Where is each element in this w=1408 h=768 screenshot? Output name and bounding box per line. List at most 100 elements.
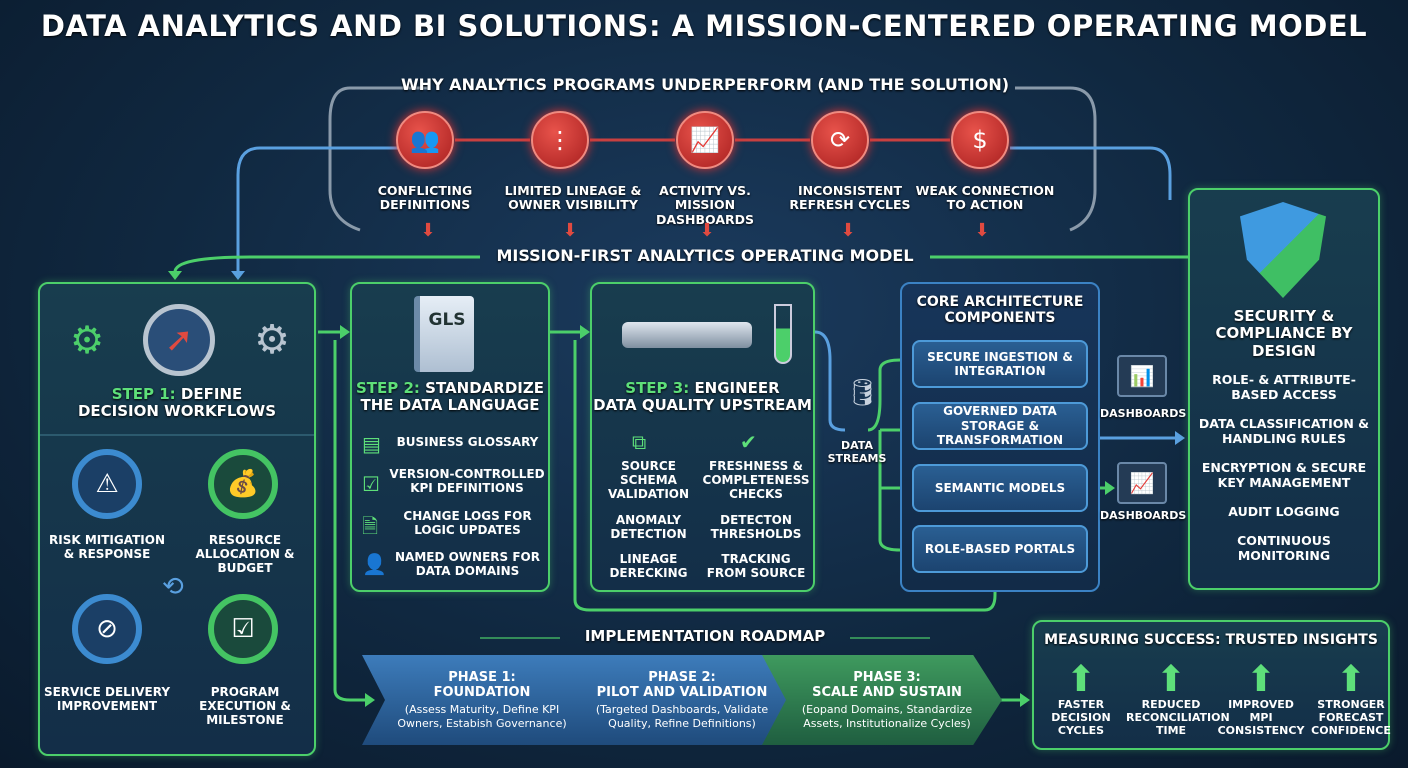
step2-item: Business Glossary xyxy=(396,435,539,449)
pipeline-icon xyxy=(622,322,752,348)
metric-label: Faster Decision Cycles xyxy=(1051,698,1111,738)
test-tube-icon xyxy=(774,304,792,364)
problem-label: Weak Connection to Action xyxy=(915,183,1055,213)
step1-item: Resource Allocation & Budget xyxy=(195,533,295,575)
budget-cycle-icon: 💰 xyxy=(208,449,278,519)
problem-label: Inconsistent Refresh Cycles xyxy=(789,183,911,213)
up-arrow-icon: ⬆ xyxy=(1335,659,1367,700)
success-metrics: ⬆Faster Decision Cycles ⬆Reduced Reconci… xyxy=(1036,662,1391,738)
shield-icon xyxy=(1240,202,1326,298)
phase-number: Phase 3: xyxy=(853,669,921,685)
hand-money-icon: $ xyxy=(951,111,1009,169)
gear-icon: ⚙ xyxy=(254,317,290,363)
step2-title: Step 2: StandardizeThe Data Language xyxy=(356,379,544,415)
success-heading: Measuring Success: Trusted Insights xyxy=(1044,632,1378,648)
problem-item: 👥 xyxy=(396,111,454,169)
glossary-icon: ▤ xyxy=(362,432,381,456)
core-component: Governed Data Storage & Transformation xyxy=(912,402,1088,450)
problem-label: Activity vs. Mission Dashboards xyxy=(655,183,754,227)
glossary-book-icon: GLS xyxy=(414,296,474,372)
step3-title: Step 3: EngineerData Quality Upstream xyxy=(593,379,812,415)
step3-item: Freshness & Completeness Checks xyxy=(702,459,810,501)
dashboards-label: Dashboards xyxy=(1100,407,1187,420)
step3-item: Anomaly Detection xyxy=(610,513,687,541)
model-heading: Mission-First Analytics Operating Model xyxy=(496,246,914,265)
page-title: Data Analytics and BI Solutions: A Missi… xyxy=(40,9,1368,43)
security-item: Data Classification & Handling Rules xyxy=(1198,416,1370,446)
compass-icon: ➚ xyxy=(143,304,216,376)
phase-description: (Assess Maturity, Define KPI Owners, Est… xyxy=(397,702,567,730)
step3-item: Source Schema Validation xyxy=(607,459,690,501)
person-icon: 👤 xyxy=(362,552,387,576)
core-component: Role-Based Portals xyxy=(912,525,1088,573)
problem-item: 📈 xyxy=(676,111,734,169)
step3-item: Detecton Thresholds xyxy=(710,513,802,541)
security-list: Role- & Attribute-Based Access Data Clas… xyxy=(1196,372,1372,563)
metric-label: Improved MPI Consistency xyxy=(1217,698,1305,738)
success-metric: ⬆Reduced Reconciliation Time xyxy=(1126,662,1230,738)
phase-description: (Eopand Domains, Standardize Assets, Ins… xyxy=(801,702,973,730)
phase-title: Foundation xyxy=(433,685,531,701)
problem-item: ⋮ xyxy=(531,111,589,169)
step3-panel: Step 3: EngineerData Quality Upstream ⧉ … xyxy=(590,282,815,592)
step1-item: Risk Mitigation & Response xyxy=(49,533,165,561)
step1-title: Step 1: DefineDecision Workflows xyxy=(77,385,277,421)
metric-label: Reduced Reconciliation Time xyxy=(1126,698,1230,738)
dashboard-line-chart-icon: 📈 xyxy=(1117,462,1167,504)
down-arrow-icon: ⬇ xyxy=(840,220,856,241)
success-metric: ⬆Stronger Forecast Confidence xyxy=(1306,662,1396,738)
security-item: Role- & Attribute-Based Access xyxy=(1212,372,1356,402)
down-arrow-icon: ⬇ xyxy=(562,220,578,241)
divider xyxy=(40,434,314,436)
down-arrow-icon: ⬇ xyxy=(974,220,990,241)
down-arrow-icon: ⬇ xyxy=(699,220,715,241)
step1-item: Program Execution & Milestone xyxy=(199,685,291,727)
problem-item: $ xyxy=(951,111,1009,169)
step1-item: Service Delivery Improvement xyxy=(43,685,171,713)
dashboard-chart-icon: 📈 xyxy=(676,111,734,169)
checkbox-icon: ☑ xyxy=(362,472,380,496)
security-item: Audit Logging xyxy=(1228,504,1340,519)
phase-3: Phase 3: Scale and Sustain (Eopand Domai… xyxy=(762,655,1002,745)
roadmap-heading: Implementation Roadmap xyxy=(584,627,826,645)
dashboards-label: Dashboards xyxy=(1100,509,1187,522)
problem-label: Limited Lineage & Owner Visibility xyxy=(504,183,642,213)
phase-1: Phase 1: Foundation (Assess Maturity, De… xyxy=(362,655,592,745)
security-panel: Security & Compliance by Design Role- & … xyxy=(1188,188,1380,590)
step3-item: Lineage Derecking xyxy=(609,552,688,580)
security-item: Encryption & Secure Key Management xyxy=(1201,460,1367,490)
success-metric: ⬆Faster Decision Cycles xyxy=(1036,662,1126,738)
security-item: Continuous Monitoring xyxy=(1237,533,1331,563)
cycle-icon: ⟲ xyxy=(162,572,184,602)
phase-title: Pilot and Validation xyxy=(596,685,768,701)
down-arrow-icon: ⬇ xyxy=(420,220,436,241)
up-arrow-icon: ⬆ xyxy=(1245,659,1277,700)
success-metric: ⬆Improved MPI Consistency xyxy=(1216,662,1306,738)
data-streams-label: Data Streams xyxy=(827,439,887,465)
security-title: Security & Compliance by Design xyxy=(1215,307,1353,360)
people-conflict-icon: 👥 xyxy=(396,111,454,169)
step2-item: Named Owners for Data Domains xyxy=(395,550,540,578)
problem-label: Conflicting Definitions xyxy=(377,183,473,213)
gear-arrow-icon: ⚙ xyxy=(70,318,105,362)
step2-item: Change Logs for Logic Updates xyxy=(403,509,532,537)
checklist-cycle-icon: ☑ xyxy=(208,594,278,664)
phase-2: Phase 2: Pilot and Validation (Targeted … xyxy=(562,655,792,745)
core-title: Core Architecture Components xyxy=(916,294,1084,327)
step2-item: Version-Controlled KPI Definitions xyxy=(389,467,545,495)
step1-icons: ⚙ ➚ ⚙ xyxy=(70,304,290,376)
core-architecture-panel: Core Architecture Components Secure Inge… xyxy=(900,282,1100,592)
success-panel: Measuring Success: Trusted Insights ⬆Fas… xyxy=(1032,620,1391,750)
phase-number: Phase 1: xyxy=(448,669,516,685)
schema-icon: ⧉ xyxy=(632,430,647,454)
problems-heading: Why Analytics Programs Underperform (and… xyxy=(400,75,1010,94)
core-component: Secure Ingestion & Integration xyxy=(912,340,1088,388)
refresh-icon: ⟳ xyxy=(811,111,869,169)
step3-item: Tracking from Source xyxy=(706,552,806,580)
step2-panel: GLS Step 2: StandardizeThe Data Language… xyxy=(350,282,550,592)
problem-item: ⟳ xyxy=(811,111,869,169)
core-component: Semantic Models xyxy=(912,464,1088,512)
lineage-icon: ⋮ xyxy=(531,111,589,169)
database-icon: 🛢 xyxy=(846,378,880,408)
